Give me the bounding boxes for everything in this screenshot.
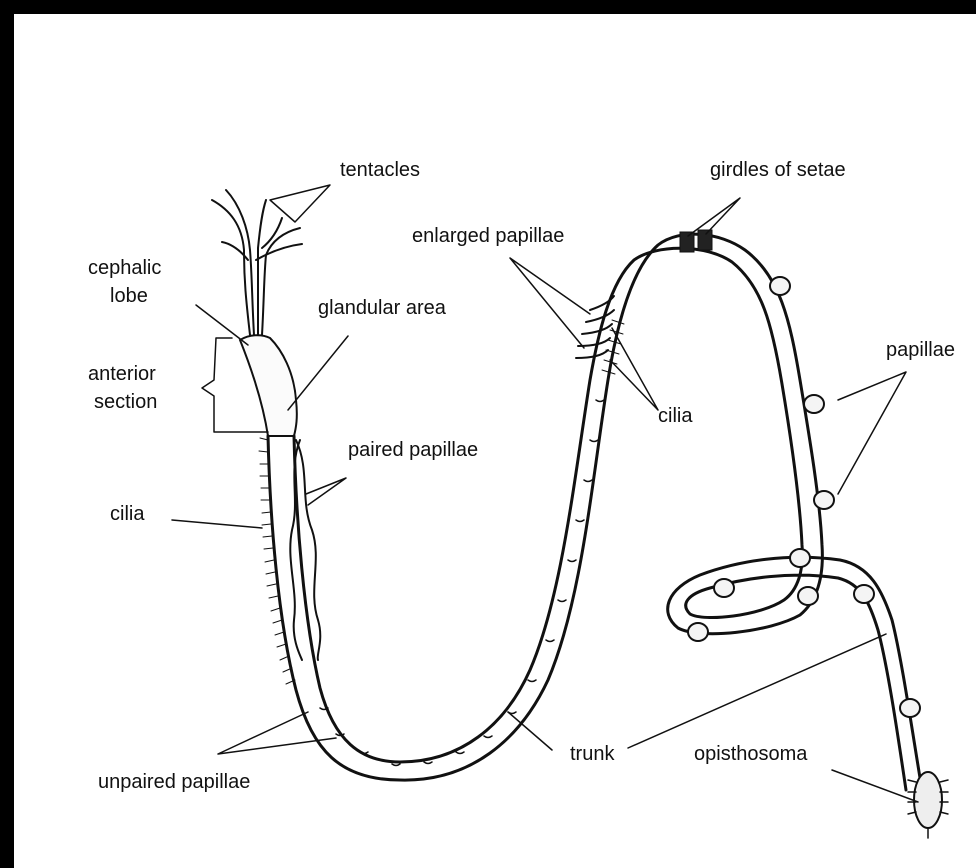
label-trunk: trunk: [570, 742, 614, 766]
label-glandular-area: glandular area: [318, 296, 446, 320]
label-cephalic-lobe-line1: cephalic: [88, 256, 161, 280]
worm-illustration: [14, 14, 976, 868]
label-cilia-left: cilia: [110, 502, 144, 526]
label-anterior-section-line1: anterior: [88, 362, 156, 386]
label-anterior-section-line2: section: [94, 390, 157, 414]
label-paired-papillae: paired papillae: [348, 438, 478, 462]
opisthosoma-drawing: [908, 772, 948, 838]
paired-papillae-chain: [290, 440, 320, 660]
cilia-left-hatching: [259, 438, 295, 684]
label-cilia-mid: cilia: [658, 404, 692, 428]
label-opisthosoma: opisthosoma: [694, 742, 807, 766]
diagram-canvas: tentacles cephalic lobe glandular area a…: [14, 14, 976, 868]
label-papillae: papillae: [886, 338, 955, 362]
label-girdles-of-setae: girdles of setae: [710, 158, 846, 182]
tentacles-drawing: [212, 190, 302, 335]
label-tentacles: tentacles: [340, 158, 420, 182]
label-unpaired-papillae: unpaired papillae: [98, 770, 250, 794]
label-cephalic-lobe-line2: lobe: [110, 284, 148, 308]
label-enlarged-papillae: enlarged papillae: [412, 224, 564, 248]
trunk-inner: [294, 248, 906, 790]
leader-lines: [172, 185, 918, 802]
cephalic-lobe-shape: [240, 335, 297, 436]
